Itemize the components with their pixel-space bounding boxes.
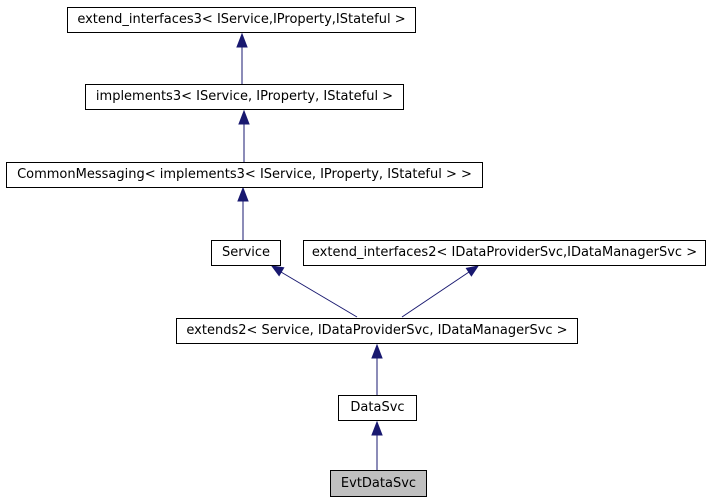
node-implements3[interactable]: implements3< IService, IProperty, IState… — [85, 84, 404, 110]
edge-extends2-to-service-arrow — [270, 265, 358, 318]
edge-evtdatasvc-to-datasvc-arrow — [371, 420, 383, 470]
edge-service-to-commonmessaging-arrow — [237, 186, 249, 240]
node-evtdatasvc: EvtDataSvc — [330, 470, 427, 497]
node-datasvc[interactable]: DataSvc — [338, 395, 417, 421]
node-service[interactable]: Service — [211, 240, 281, 266]
edge-datasvc-to-extends2-arrow — [371, 343, 383, 395]
edge-extends2-to-extend-interfaces2-arrow — [401, 265, 480, 318]
node-extends2[interactable]: extends2< Service, IDataProviderSvc, IDa… — [176, 318, 578, 344]
edge-commonmessaging-to-implements3-arrow — [238, 109, 250, 162]
node-commonmessaging[interactable]: CommonMessaging< implements3< IService, … — [6, 162, 483, 188]
node-extend-interfaces2[interactable]: extend_interfaces2< IDataProviderSvc,IDa… — [303, 240, 706, 266]
node-extend-interfaces3[interactable]: extend_interfaces3< IService,IProperty,I… — [67, 7, 416, 33]
edge-implements3-to-extend-interfaces3-arrow — [236, 32, 248, 84]
